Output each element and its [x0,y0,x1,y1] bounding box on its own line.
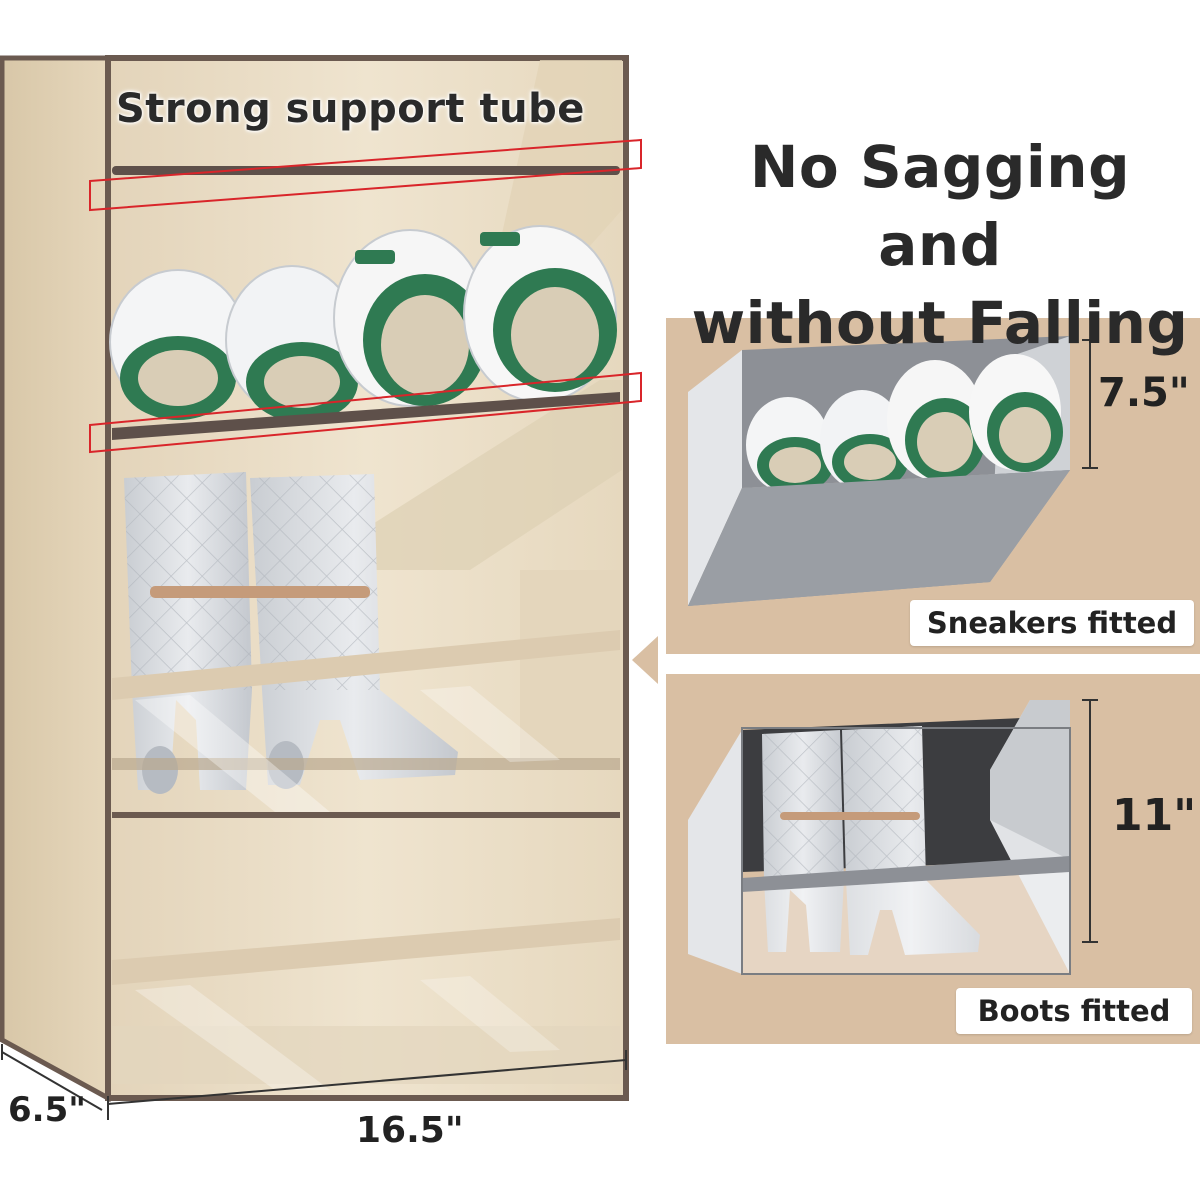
highlight-box-top [89,138,642,212]
sneakers-panel [666,318,1200,654]
width-dimension-label: 16.5" [356,1110,464,1151]
shoe-rack [0,55,642,1120]
boots-panel [666,674,1200,1044]
headline-line-2: without Falling [691,289,1189,357]
support-tube-label: Strong support tube [116,86,585,132]
sneakers-height-label: 7.5" [1098,370,1190,416]
support-tube-top [112,166,620,175]
rack-side-panel [0,55,111,1103]
boots-caption: Boots fitted [956,988,1192,1034]
headline: No Sagging and without Falling [680,128,1200,362]
highlight-box-middle [89,371,642,454]
depth-dimension-label: 6.5" [8,1090,86,1130]
rack-boots [124,472,458,794]
panel-boots [762,726,980,955]
pointer-arrow [632,636,658,684]
headline-line-1: No Sagging and [749,133,1131,279]
sneakers-caption: Sneakers fitted [910,600,1194,646]
boots-height-label: 11" [1112,790,1197,841]
rack-sneakers [109,225,617,422]
support-tube-middle [112,392,620,440]
panel-sneakers [746,354,1063,493]
